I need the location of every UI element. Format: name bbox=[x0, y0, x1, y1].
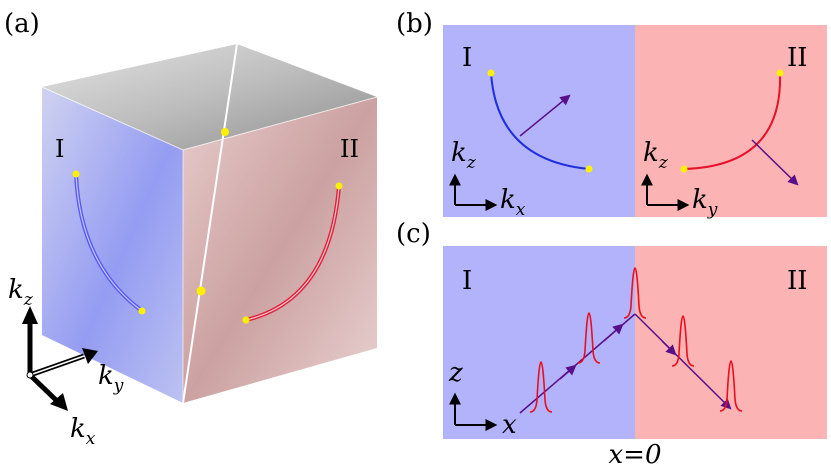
panel-b-right-axes bbox=[641, 173, 690, 211]
panel-b-blue-curve-start bbox=[487, 69, 495, 77]
cube-red-curve-highlight bbox=[245, 185, 340, 321]
wave-packet-3 bbox=[623, 267, 647, 319]
panel-b-red-curve-start bbox=[776, 69, 784, 77]
panel-c-vertical-label: z bbox=[448, 358, 463, 388]
panel-b-blue-curve bbox=[490, 72, 590, 170]
panel-c-region-I-label: I bbox=[462, 266, 472, 296]
panel-b-left-horizontal-label: kx bbox=[500, 185, 526, 220]
panel-b-red-curve-end bbox=[680, 165, 688, 173]
cube-blue-curve-start bbox=[72, 170, 80, 178]
cube-red-curve-start bbox=[335, 182, 343, 190]
axis-kz-arrowhead bbox=[22, 306, 38, 324]
interface-point-lower bbox=[196, 286, 206, 296]
panel-b-red-normal-arrow bbox=[751, 139, 799, 186]
panel-b-left-axes bbox=[449, 173, 498, 211]
panel-b-right-vertical-label: kz bbox=[643, 138, 669, 173]
panel-b-region-I-label: I bbox=[462, 43, 472, 73]
wave-packet-1 bbox=[529, 361, 553, 413]
wave-packet-5 bbox=[719, 360, 743, 412]
cube-region-II-label: II bbox=[340, 135, 359, 163]
cube-left-face bbox=[42, 87, 183, 403]
panel-c-refracted-arrow bbox=[661, 340, 677, 356]
axis-ky-label: ky bbox=[98, 361, 124, 396]
panel-b-blue-curve-end bbox=[585, 165, 593, 173]
panel-c-axes bbox=[449, 392, 498, 431]
axis-kx-label: kx bbox=[70, 414, 96, 449]
panel-b-blue-normal-arrow bbox=[519, 94, 571, 137]
panel-c-incident-arrow-2 bbox=[603, 323, 624, 342]
cube-region-I-label: I bbox=[55, 135, 64, 163]
axis-kx-arrowhead bbox=[50, 393, 68, 411]
panel-c-incident-arrow-1 bbox=[559, 364, 577, 380]
interface-diagonal-line bbox=[182, 43, 238, 404]
interface-position-label: x=0 bbox=[609, 440, 662, 470]
axis-ky-highlight bbox=[29, 355, 85, 376]
panel-b-label: (b) bbox=[396, 9, 433, 39]
panel-c-horizontal-label: x bbox=[502, 410, 517, 440]
wave-packet-2 bbox=[577, 312, 601, 364]
panel-b-red-curve bbox=[683, 72, 782, 170]
panel-c: (c) I II z x x=0 bbox=[396, 219, 827, 470]
panel-b-left-vertical-label: kz bbox=[451, 138, 477, 173]
cube-blue-curve-highlight bbox=[75, 173, 143, 312]
interface-point-upper bbox=[221, 128, 229, 136]
axis-origin bbox=[26, 371, 34, 379]
panel-c-refracted-path bbox=[634, 313, 732, 410]
panel-a-label: (a) bbox=[4, 9, 40, 39]
panel-b-region-II-label: II bbox=[787, 43, 808, 73]
axis-kz-label: kz bbox=[8, 275, 34, 310]
cube-red-curve-end bbox=[242, 316, 250, 324]
panel-a: (a) I II kz bbox=[4, 9, 378, 449]
panel-b: (b) I II kz kx kz ky bbox=[396, 9, 827, 220]
cube-axes bbox=[22, 306, 98, 411]
panel-b-right-horizontal-label: ky bbox=[692, 185, 718, 220]
cube-blue-curve-end bbox=[138, 307, 146, 315]
axis-kx-line bbox=[28, 373, 58, 402]
panel-c-label: (c) bbox=[396, 219, 431, 249]
cube-top-face bbox=[42, 44, 377, 150]
cube-right-face bbox=[183, 97, 377, 403]
panel-c-region-II-label: II bbox=[787, 266, 808, 296]
wave-packet-4 bbox=[671, 315, 695, 367]
axis-ky-arrowhead bbox=[82, 348, 98, 364]
